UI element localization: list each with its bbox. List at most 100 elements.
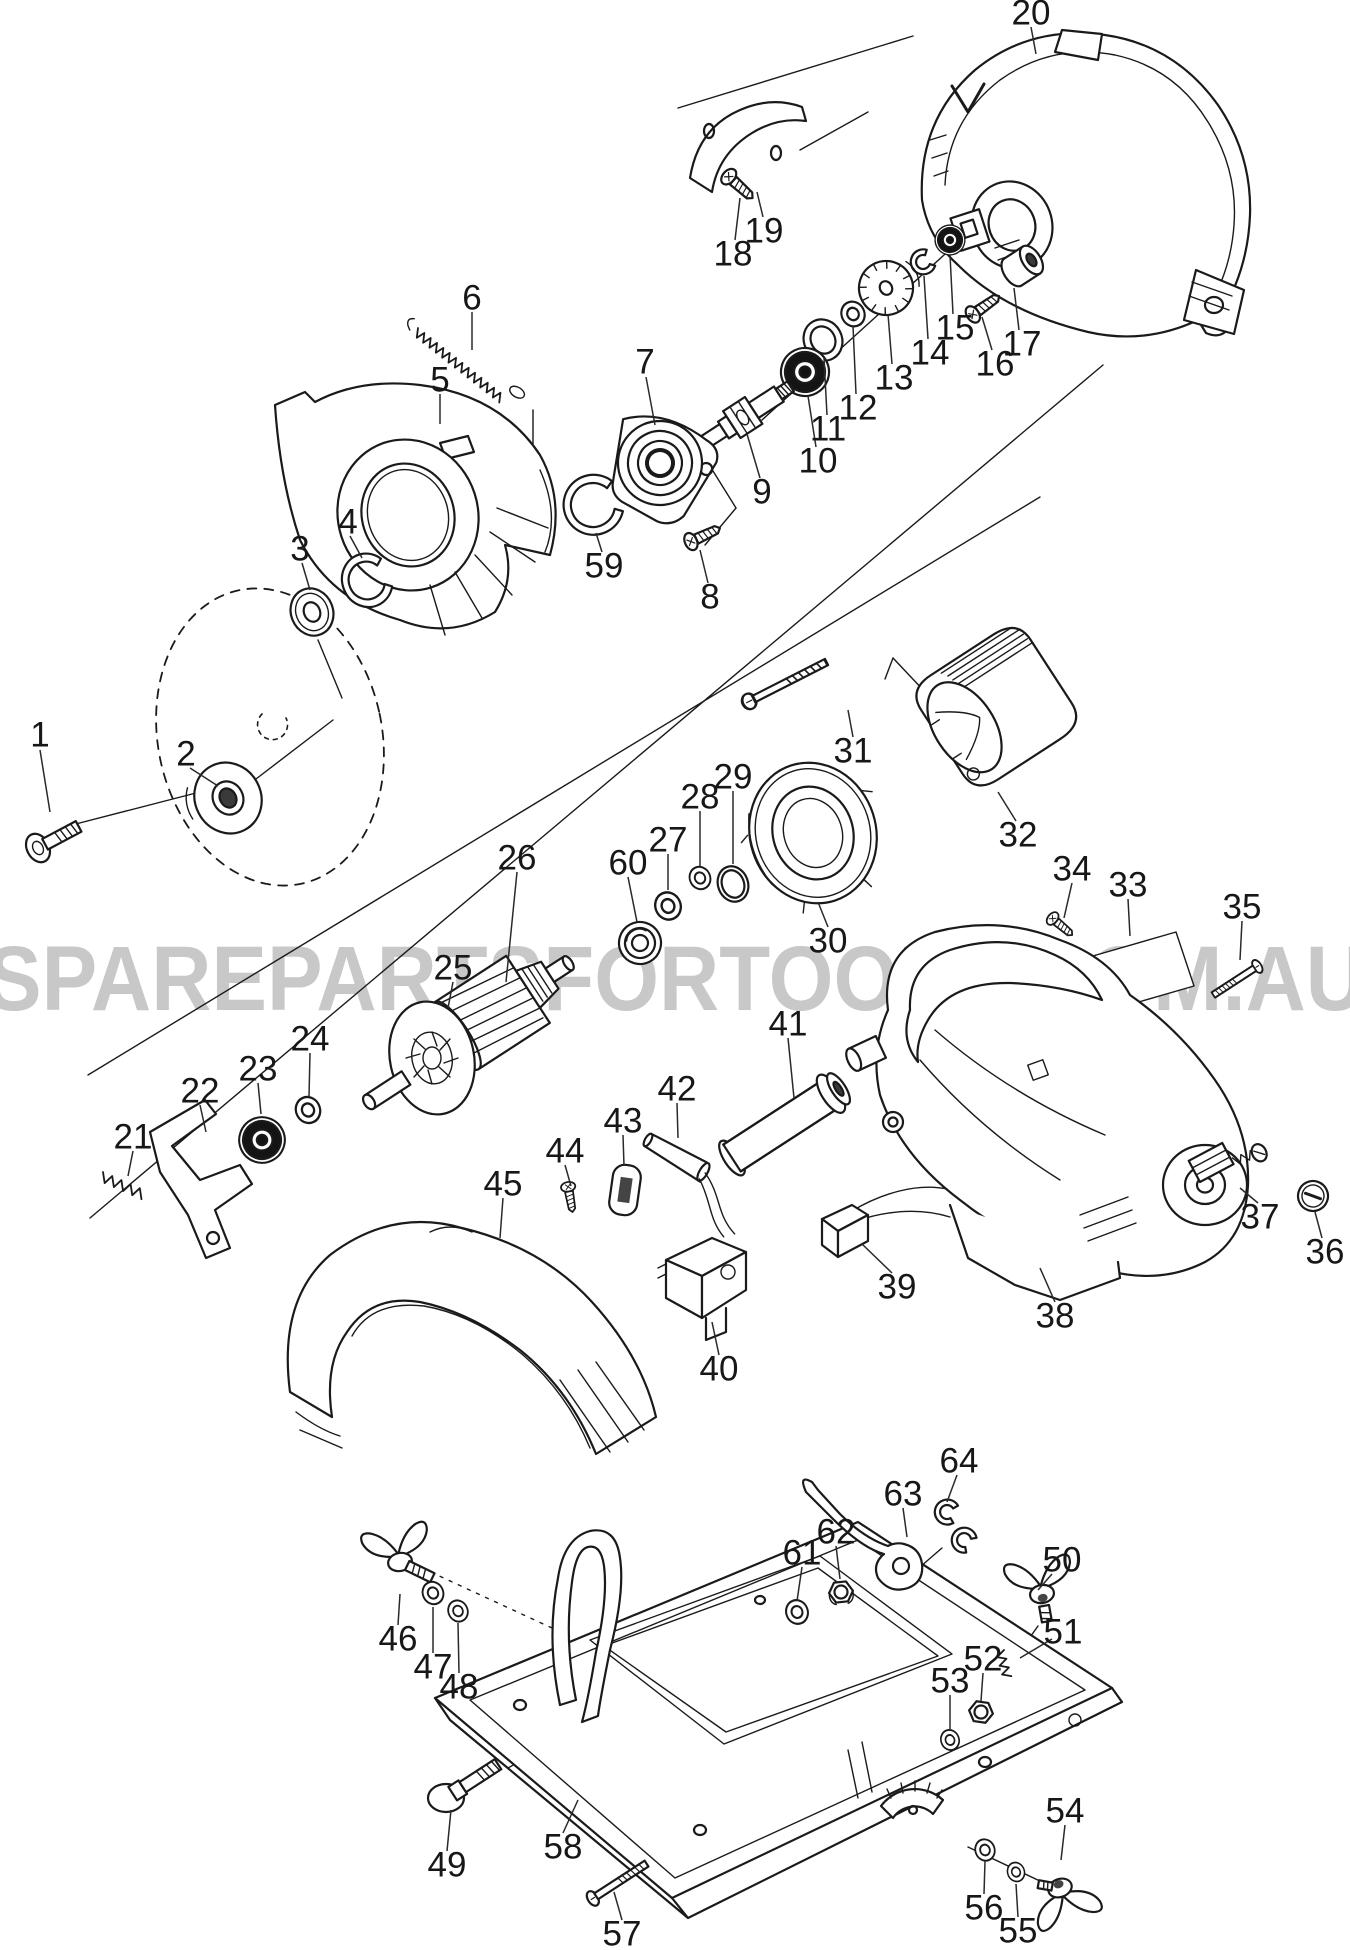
construction-line [799,111,869,151]
part-38-motor-housing [845,924,1250,1302]
part-label-29: 29 [714,758,753,797]
construction-line [89,364,1104,1219]
part-64-e-clip [930,1495,961,1528]
leader-line [613,1891,623,1921]
part-label-62: 62 [817,1513,856,1552]
leader-line [946,1474,958,1503]
part-label-24: 24 [291,1020,330,1059]
part-label-43: 43 [604,1102,643,1141]
part-label-51: 51 [1044,1613,1083,1652]
part-59-ring [562,473,625,536]
leader-line [645,376,656,426]
saw-blade-dashed-outline [155,587,385,887]
leader-line [127,1150,134,1177]
construction-line [317,639,343,699]
part-46-wing-bolt [359,1519,436,1584]
part-label-15: 15 [936,309,975,348]
part-label-35: 35 [1223,888,1262,927]
leader-line [711,1321,720,1356]
leader-line [308,1052,311,1098]
part-label-19: 19 [745,212,784,251]
part-label-49: 49 [428,1846,467,1885]
leader-line [787,1037,795,1099]
leader-line [1060,1824,1066,1861]
part-36-brush-cap [1296,1179,1330,1213]
part-label-39: 39 [878,1268,917,1307]
part-label-26: 26 [498,839,537,878]
leader-line [983,1860,986,1895]
part-label-27: 27 [649,821,688,860]
leader-line [699,549,709,584]
part-label-20: 20 [1012,0,1051,33]
part-label-1: 1 [30,716,49,755]
part-58-base-plate [433,1520,1124,1920]
part-4-ring [340,552,394,609]
part-47-washer [417,1577,449,1609]
leader-lines-layer [39,26,1323,1921]
leader-line [923,275,929,340]
leader-line [852,325,857,395]
part-label-28: 28 [681,778,720,817]
construction-line [712,470,737,509]
part-29-o-ring [716,865,750,903]
part-label-37: 37 [1241,1198,1280,1237]
part-label-22: 22 [181,1072,220,1111]
part-label-56: 56 [965,1889,1004,1928]
part-49-bolt [426,1758,503,1814]
dash-leader-46 [421,1567,553,1629]
leader-line [257,1082,262,1115]
part-54-wing-nut [1024,1867,1105,1934]
part-label-9: 9 [752,473,771,512]
leader-line [1127,898,1131,937]
part-label-40: 40 [700,1350,739,1389]
leader-line [734,197,741,241]
part-19-safety-cover [688,101,808,194]
part-44-screw [559,1179,581,1215]
part-label-44: 44 [546,1132,585,1171]
part-label-57: 57 [603,1915,642,1950]
part-label-45: 45 [484,1165,523,1204]
part-label-4: 4 [338,503,357,542]
part-32-field-stator [915,626,1078,787]
leader-line [349,535,363,559]
part-label-30: 30 [809,922,848,961]
part-1-screw [24,820,83,864]
part-17-spacer [1000,244,1045,288]
part-55-washer [1003,1859,1029,1885]
part-22-lever [148,1098,254,1260]
part-label-60: 60 [609,844,648,883]
part-label-18: 18 [714,235,753,274]
leader-line [622,1134,625,1167]
part-label-16: 16 [976,345,1015,384]
part-64-e-clip-2 [945,1521,980,1557]
part-label-38: 38 [1036,1297,1075,1336]
leader-line [835,1545,841,1580]
part-26-armature [361,954,575,1116]
leader-line [39,749,51,813]
part-8-screw [680,518,725,554]
leader-line [980,1672,984,1702]
leader-line [562,1799,579,1834]
part-45-handle [286,1220,658,1456]
construction-line [67,792,197,827]
leader-line [847,709,854,738]
leader-line [1314,1211,1323,1239]
leader-line [397,1593,401,1626]
leader-line [1013,287,1020,331]
part-label-61: 61 [783,1534,822,1573]
part-label-53: 53 [931,1662,970,1701]
leader-line [1039,1267,1056,1303]
leader-line [817,901,829,928]
leader-line [1030,26,1037,55]
construction-line [87,496,1041,1076]
part-label-50: 50 [1043,1541,1082,1580]
leader-line [564,1164,572,1187]
part-label-31: 31 [834,732,873,771]
leader-line [796,1566,803,1602]
construction-line [884,657,894,680]
part-60-bearing [617,920,663,966]
leader-line [189,767,219,787]
